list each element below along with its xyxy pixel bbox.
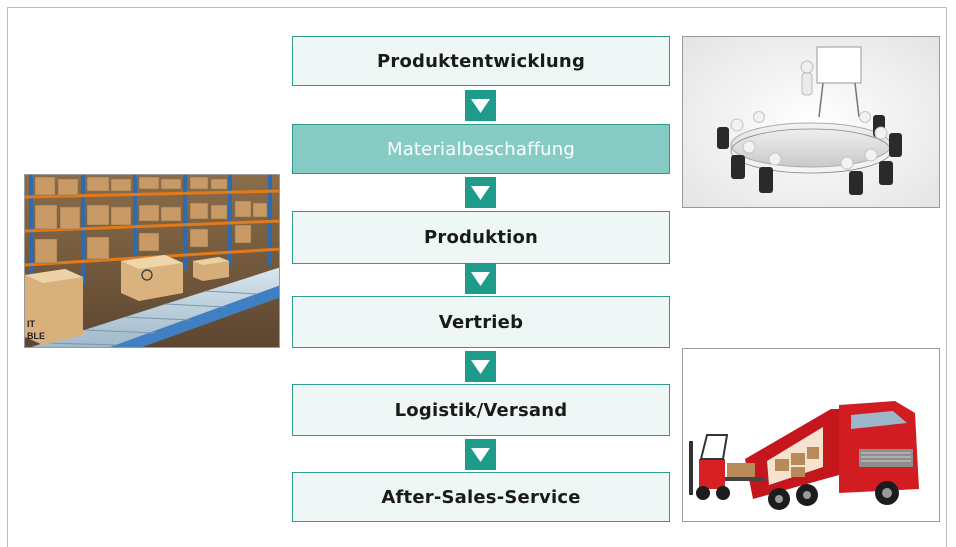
warehouse-photo: IT BLE (24, 174, 280, 348)
down-arrow-icon (465, 351, 496, 382)
step-vertrieb: Vertrieb (292, 296, 670, 348)
down-arrow-icon (465, 263, 496, 294)
meeting-photo (682, 36, 940, 208)
step-label: After-Sales-Service (381, 486, 581, 508)
step-produktentwicklung: Produktentwicklung (292, 36, 670, 86)
down-arrow-icon (465, 90, 496, 121)
down-arrow-icon (465, 177, 496, 208)
truck-forklift-photo (682, 348, 940, 522)
step-after-sales-service: After-Sales-Service (292, 472, 670, 522)
step-logistik-versand: Logistik/Versand (292, 384, 670, 436)
box-label-1: IT (27, 319, 36, 329)
step-label: Produktion (423, 227, 539, 248)
step-label: Logistik/Versand (394, 399, 568, 421)
box-label-2: BLE (27, 331, 45, 341)
diagram-frame (7, 7, 947, 547)
step-produktion: Produktion (292, 211, 670, 264)
step-materialbeschaffung: Materialbeschaffung (292, 124, 670, 174)
step-label: Vertrieb (438, 311, 524, 333)
step-label: Produktentwicklung (376, 50, 586, 72)
down-arrow-icon (465, 439, 496, 470)
step-label: Materialbeschaffung (386, 138, 576, 160)
